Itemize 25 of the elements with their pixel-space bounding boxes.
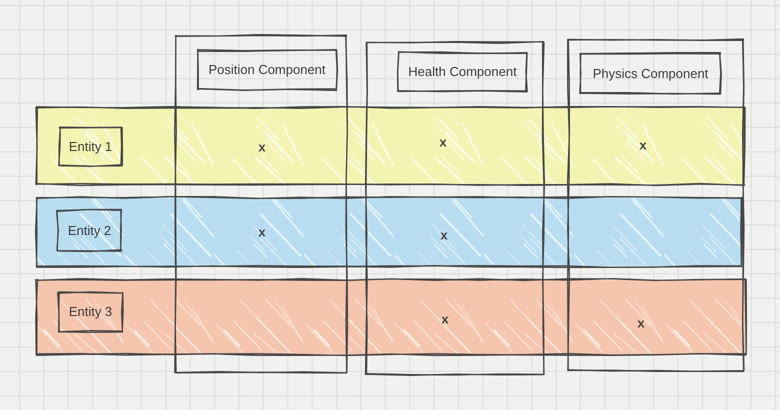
x-mark: x bbox=[258, 226, 266, 238]
x-mark: x bbox=[258, 140, 266, 154]
x-mark: x bbox=[441, 312, 449, 326]
x-mark: x bbox=[439, 136, 447, 148]
entity-label-box bbox=[57, 125, 124, 168]
entity-row-band bbox=[34, 277, 748, 357]
entity-name: Entity 1 bbox=[68, 138, 112, 154]
component-column bbox=[173, 33, 349, 375]
entity-row-band bbox=[34, 195, 744, 269]
column-title: Health Component bbox=[408, 64, 517, 80]
entity-name: Entity 2 bbox=[68, 222, 112, 238]
x-mark: x bbox=[440, 228, 448, 242]
column-title: Position Component bbox=[208, 62, 326, 78]
header-box bbox=[578, 51, 723, 96]
x-mark: x bbox=[639, 138, 647, 152]
entity-label-box bbox=[55, 208, 124, 253]
component-column bbox=[566, 37, 746, 373]
entity-label-box bbox=[56, 290, 125, 334]
entity-row-band bbox=[34, 105, 747, 187]
component-column bbox=[364, 40, 546, 377]
header-box bbox=[195, 48, 339, 92]
entity-name: Entity 3 bbox=[68, 304, 112, 320]
column-title: Physics Component bbox=[592, 66, 708, 82]
x-mark: x bbox=[637, 316, 645, 330]
header-box bbox=[396, 50, 529, 94]
